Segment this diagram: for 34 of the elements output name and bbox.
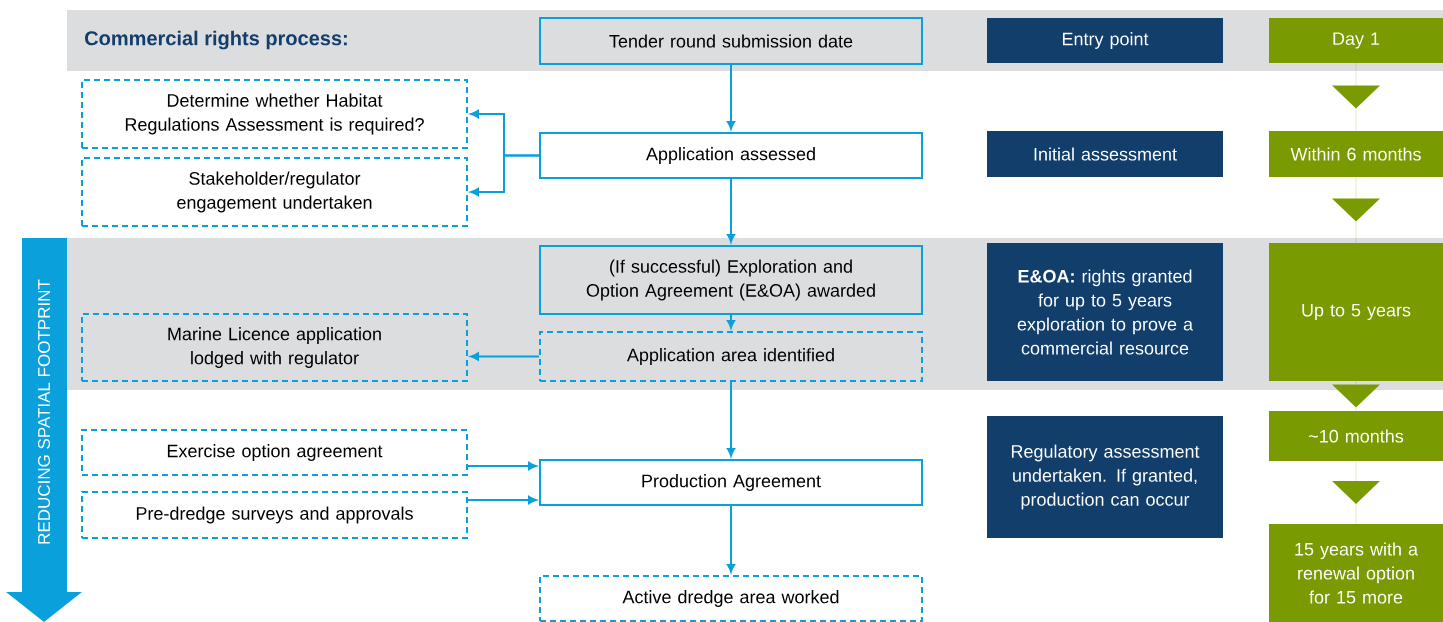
chevron-arrow xyxy=(1332,63,1380,131)
dashed-process-box: Stakeholder/regulator engagement undertaken xyxy=(81,157,468,227)
process-box: Production Agreement xyxy=(539,459,923,506)
arrow xyxy=(726,505,736,573)
chevron-arrow xyxy=(1332,381,1380,411)
timeframe-box: Within 6 months xyxy=(1269,131,1443,177)
arrow xyxy=(726,381,736,457)
dashed-process-box: Active dredge area worked xyxy=(539,575,923,622)
dashed-process-box: Marine Licence application lodged with regulator xyxy=(81,313,468,382)
arrow xyxy=(470,154,540,197)
arrow xyxy=(726,64,736,130)
process-box: (If successful) Exploration and Option Agreement (E&OA) awarded xyxy=(539,245,923,315)
timeframe-box: ~10 months xyxy=(1269,411,1443,461)
arrow xyxy=(467,495,537,505)
arrow xyxy=(470,352,540,361)
chevron-arrow xyxy=(1332,461,1380,524)
arrow xyxy=(467,461,537,471)
stage-box: E&OA: rights granted for up to 5 years exploration to prove a commercial resource xyxy=(987,243,1223,381)
arrow xyxy=(726,178,736,243)
process-box: Tender round submission date xyxy=(539,17,923,65)
timeframe-box: 15 years with a renewal option for 15 more xyxy=(1269,524,1443,622)
dashed-process-box: Determine whether Habitat Regulations Assessment is required? xyxy=(81,79,468,149)
timeframe-box: Day 1 xyxy=(1269,18,1443,63)
dashed-process-box: Pre-dredge surveys and approvals xyxy=(81,491,468,539)
timeframe-box: Up to 5 years xyxy=(1269,243,1443,381)
stage-box: Regulatory assessment undertaken. If granted, production can occur xyxy=(987,416,1223,538)
title: Commercial rights process: xyxy=(85,30,347,50)
stage-box: Initial assessment xyxy=(987,131,1223,177)
arrow xyxy=(726,314,736,329)
dashed-process-box: Application area identified xyxy=(539,331,923,382)
chevron-arrow xyxy=(1332,177,1380,243)
stage-box: Entry point xyxy=(987,18,1223,63)
dashed-process-box: Exercise option agreement xyxy=(81,429,468,476)
process-box: Application assessed xyxy=(539,132,923,179)
